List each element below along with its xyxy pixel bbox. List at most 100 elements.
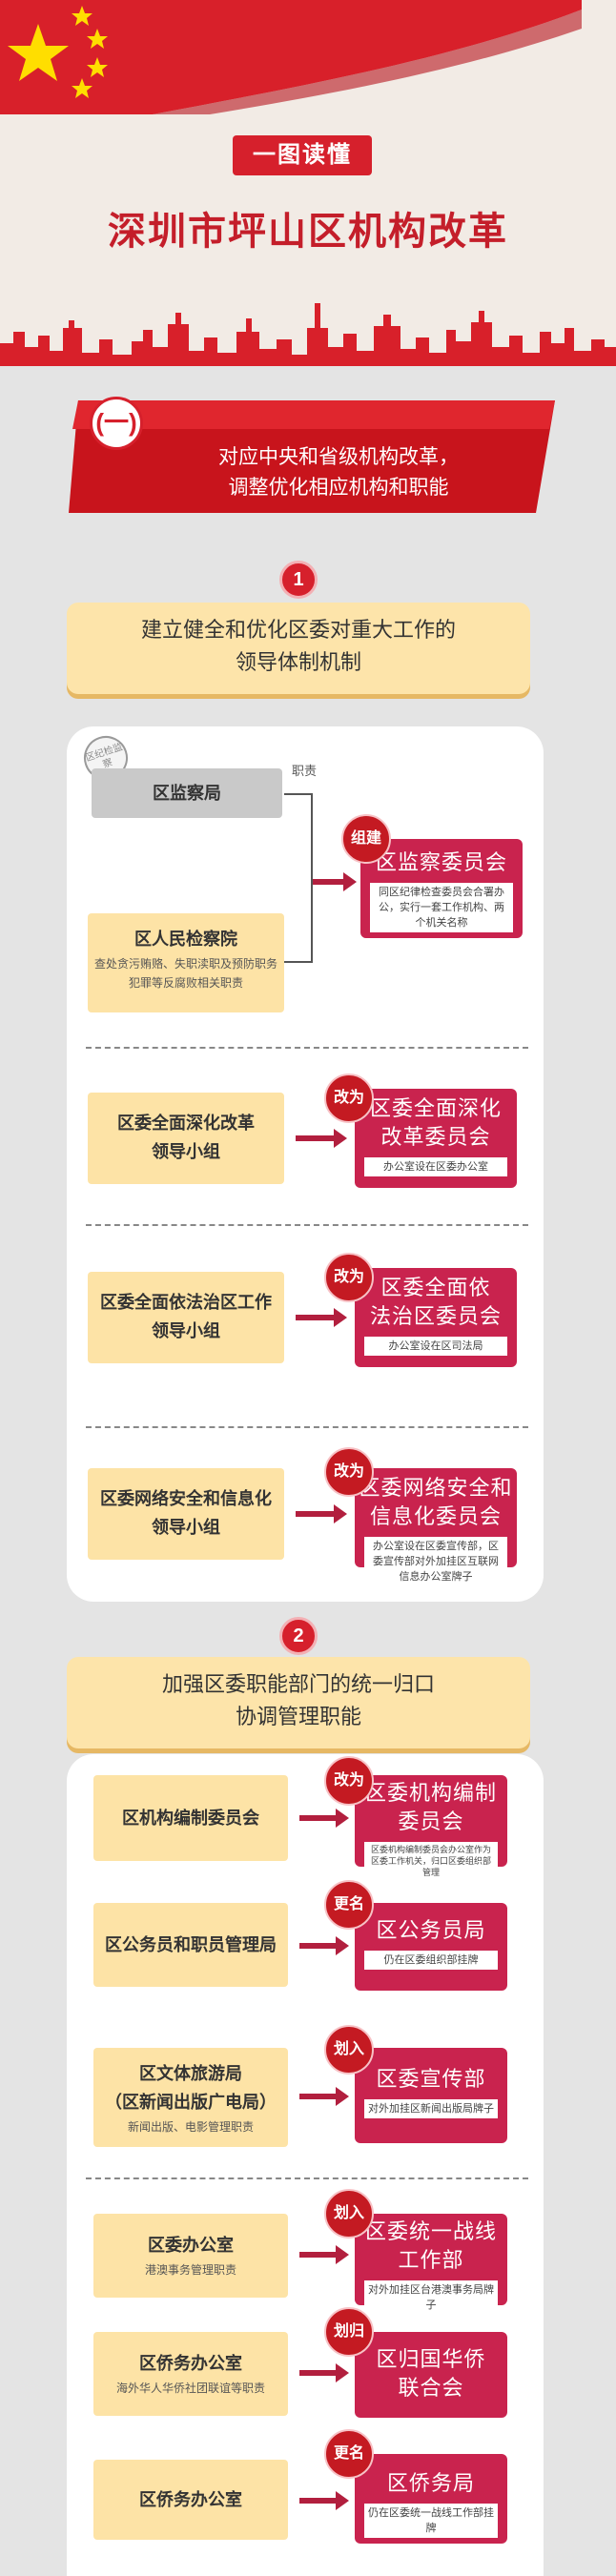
arrow-icon bbox=[299, 2491, 349, 2510]
box-rule-of-law-commission: 区委全面依 法治区委员会 办公室设在区司法局 bbox=[355, 1268, 517, 1367]
arrow-icon bbox=[299, 2087, 349, 2106]
box-title: 区委全面深化改革 bbox=[117, 1114, 255, 1133]
box-reform-commission: 区委全面深化 改革委员会 办公室设在区委办公室 bbox=[355, 1089, 517, 1188]
box-civil-servant-bureau: 区公务员和职员管理局 bbox=[93, 1903, 288, 1987]
box-title: 区侨务办公室 bbox=[139, 2354, 242, 2373]
part-number-2: 2 bbox=[279, 1617, 318, 1655]
rbox-title: 区侨务局 bbox=[386, 2471, 475, 2495]
panel-2 bbox=[67, 1754, 544, 2576]
page-title: 深圳市坪山区机构改革 bbox=[108, 211, 508, 253]
part-number-1: 1 bbox=[279, 561, 318, 599]
arrow-icon bbox=[299, 1936, 349, 1955]
box-title: 区委办公室 bbox=[148, 2236, 234, 2255]
rbox-title: 工作部 bbox=[398, 2248, 464, 2272]
city-skyline bbox=[0, 303, 616, 366]
tag-change: 改为 bbox=[324, 1073, 374, 1123]
subhead-line: 领导体制机制 bbox=[235, 650, 361, 674]
box-cyber-commission: 区委网络安全和 信息化委员会 办公室设在区委宣传部，区委宣传部对外加挂区互联网信… bbox=[355, 1468, 517, 1586]
tag-form: 组建 bbox=[341, 814, 391, 864]
box-staffing-committee: 区机构编制委员会 bbox=[93, 1775, 288, 1861]
divider bbox=[86, 1224, 528, 1226]
tag-rename: 更名 bbox=[324, 2429, 374, 2479]
box-united-front-department: 区委统一战线 工作部 对外加挂区台港澳事务局牌子 bbox=[355, 2214, 507, 2315]
box-title: 区侨务办公室 bbox=[139, 2490, 242, 2509]
box-title: （区新闻出版广电局） bbox=[105, 2093, 277, 2112]
divider bbox=[86, 1426, 528, 1428]
box-district-supervision-bureau: 区监察局 bbox=[92, 768, 282, 818]
arrow-icon bbox=[296, 1308, 347, 1327]
box-overseas-office: 区侨务办公室 海外华人华侨社团联谊等职责 bbox=[93, 2332, 288, 2416]
box-sub: 犯罪等反腐败相关职责 bbox=[128, 976, 243, 990]
arrow-icon bbox=[299, 2245, 349, 2264]
box-title: 领导小组 bbox=[152, 1321, 220, 1340]
subhead-line: 加强区委职能部门的统一归口 bbox=[161, 1672, 435, 1696]
rbox-note: 仍在区委组织部挂牌 bbox=[363, 1951, 499, 1970]
tag-change: 改为 bbox=[324, 1756, 374, 1806]
divider bbox=[86, 1047, 528, 1049]
box-title: 领导小组 bbox=[152, 1518, 220, 1537]
rbox-title: 区委网络安全和 bbox=[359, 1476, 513, 1500]
arrow-icon bbox=[296, 1129, 347, 1148]
box-overseas-affairs-bureau: 区侨务局 仍在区委统一战线工作部挂牌 bbox=[355, 2454, 507, 2544]
box-civil-servant-bureau-new: 区公务员局 仍在区委组织部挂牌 bbox=[355, 1903, 507, 1991]
rbox-title: 区委统一战线 bbox=[364, 2219, 497, 2243]
rbox-note: 对外加挂区台港澳事务局牌子 bbox=[363, 2280, 499, 2315]
rbox-title: 信息化委员会 bbox=[369, 1504, 502, 1528]
header-badge: 一图读懂 bbox=[233, 135, 372, 175]
merge-bracket bbox=[284, 793, 313, 963]
box-sub: 查处贪污贿赂、失职渎职及预防职务 bbox=[93, 957, 277, 971]
box-returned-overseas-federation: 区归国华侨 联合会 bbox=[355, 2332, 507, 2418]
tag-reassign: 划归 bbox=[324, 2307, 374, 2357]
rbox-title: 联合会 bbox=[398, 2376, 464, 2400]
rbox-note: 办公室设在区委办公室 bbox=[364, 1157, 507, 1176]
duty-label: 职责 bbox=[292, 764, 318, 778]
box-title: 领导小组 bbox=[152, 1142, 220, 1161]
box-reform-leading-group: 区委全面深化改革 领导小组 bbox=[88, 1093, 284, 1184]
tag-change: 改为 bbox=[324, 1253, 374, 1302]
box-cyber-group: 区委网络安全和信息化 领导小组 bbox=[88, 1468, 284, 1560]
box-title: 区公务员和职员管理局 bbox=[105, 1935, 277, 1954]
box-sub: 新闻出版、电影管理职责 bbox=[127, 2120, 254, 2134]
rbox-title: 区监察委员会 bbox=[375, 850, 507, 874]
rbox-note: 区委机构编制委员会办公室作为区委工作机关，归口区委组织部管理 bbox=[363, 1842, 499, 1880]
box-overseas-office-2: 区侨务办公室 bbox=[93, 2460, 288, 2540]
rbox-note: 仍在区委统一战线工作部挂牌 bbox=[363, 2504, 499, 2538]
box-title: 区委网络安全和信息化 bbox=[100, 1489, 272, 1508]
divider bbox=[86, 2177, 528, 2179]
box-title: 区人民检察院 bbox=[134, 930, 237, 949]
box-staffing-committee-new: 区委机构编制 委员会 区委机构编制委员会办公室作为区委工作机关，归口区委组织部管… bbox=[355, 1775, 507, 1880]
rbox-note: 对外加挂区新闻出版局牌子 bbox=[363, 2099, 499, 2118]
box-procuratorate: 区人民检察院 查处贪污贿赂、失职渎职及预防职务 犯罪等反腐败相关职责 bbox=[88, 913, 284, 1012]
subhead-2-text: 加强区委职能部门的统一归口 协调管理职能 bbox=[67, 1668, 530, 1733]
rbox-note: 办公室设在区司法局 bbox=[364, 1337, 507, 1356]
box-sub: 港澳事务管理职责 bbox=[144, 2263, 236, 2277]
tag-transfer-in: 划入 bbox=[324, 2025, 374, 2075]
national-flag-banner bbox=[0, 0, 582, 114]
box-title: 区委全面依法治区工作 bbox=[100, 1293, 272, 1312]
box-culture-tourism-bureau: 区文体旅游局 （区新闻出版广电局） 新闻出版、电影管理职责 bbox=[93, 2048, 288, 2147]
rbox-title: 区委全面深化 bbox=[369, 1096, 502, 1120]
rbox-title: 委员会 bbox=[398, 1809, 464, 1833]
box-title: 区机构编制委员会 bbox=[122, 1809, 259, 1828]
subhead-1: 建立健全和优化区委对重大工作的 领导体制机制 bbox=[67, 603, 530, 694]
rbox-title: 区公务员局 bbox=[376, 1918, 486, 1942]
subhead-line: 建立健全和优化区委对重大工作的 bbox=[140, 618, 456, 642]
box-district-committee-office: 区委办公室 港澳事务管理职责 bbox=[93, 2214, 288, 2298]
subhead-line: 协调管理职能 bbox=[235, 1705, 361, 1728]
section-heading-line: 对应中央和省级机构改革， bbox=[218, 446, 459, 468]
tag-change: 改为 bbox=[324, 1447, 374, 1497]
subhead-2: 加强区委职能部门的统一归口 协调管理职能 bbox=[67, 1657, 530, 1748]
arrow-icon bbox=[313, 872, 357, 891]
tag-transfer-in: 划入 bbox=[324, 2189, 374, 2239]
arrow-icon bbox=[296, 1504, 347, 1523]
section-number: (一) bbox=[90, 397, 143, 450]
rbox-title: 区委宣传部 bbox=[376, 2067, 486, 2091]
section-heading-line: 调整优化相应机构和职能 bbox=[228, 477, 449, 499]
arrow-icon bbox=[299, 2363, 349, 2382]
arrow-icon bbox=[299, 1809, 349, 1828]
rbox-title: 改革委员会 bbox=[380, 1125, 491, 1149]
box-title: 区文体旅游局 bbox=[139, 2064, 242, 2083]
box-title: 区监察局 bbox=[153, 784, 221, 803]
subhead-1-text: 建立健全和优化区委对重大工作的 领导体制机制 bbox=[67, 614, 530, 679]
header-banner: 一图读懂 深圳市坪山区机构改革 bbox=[0, 0, 616, 366]
